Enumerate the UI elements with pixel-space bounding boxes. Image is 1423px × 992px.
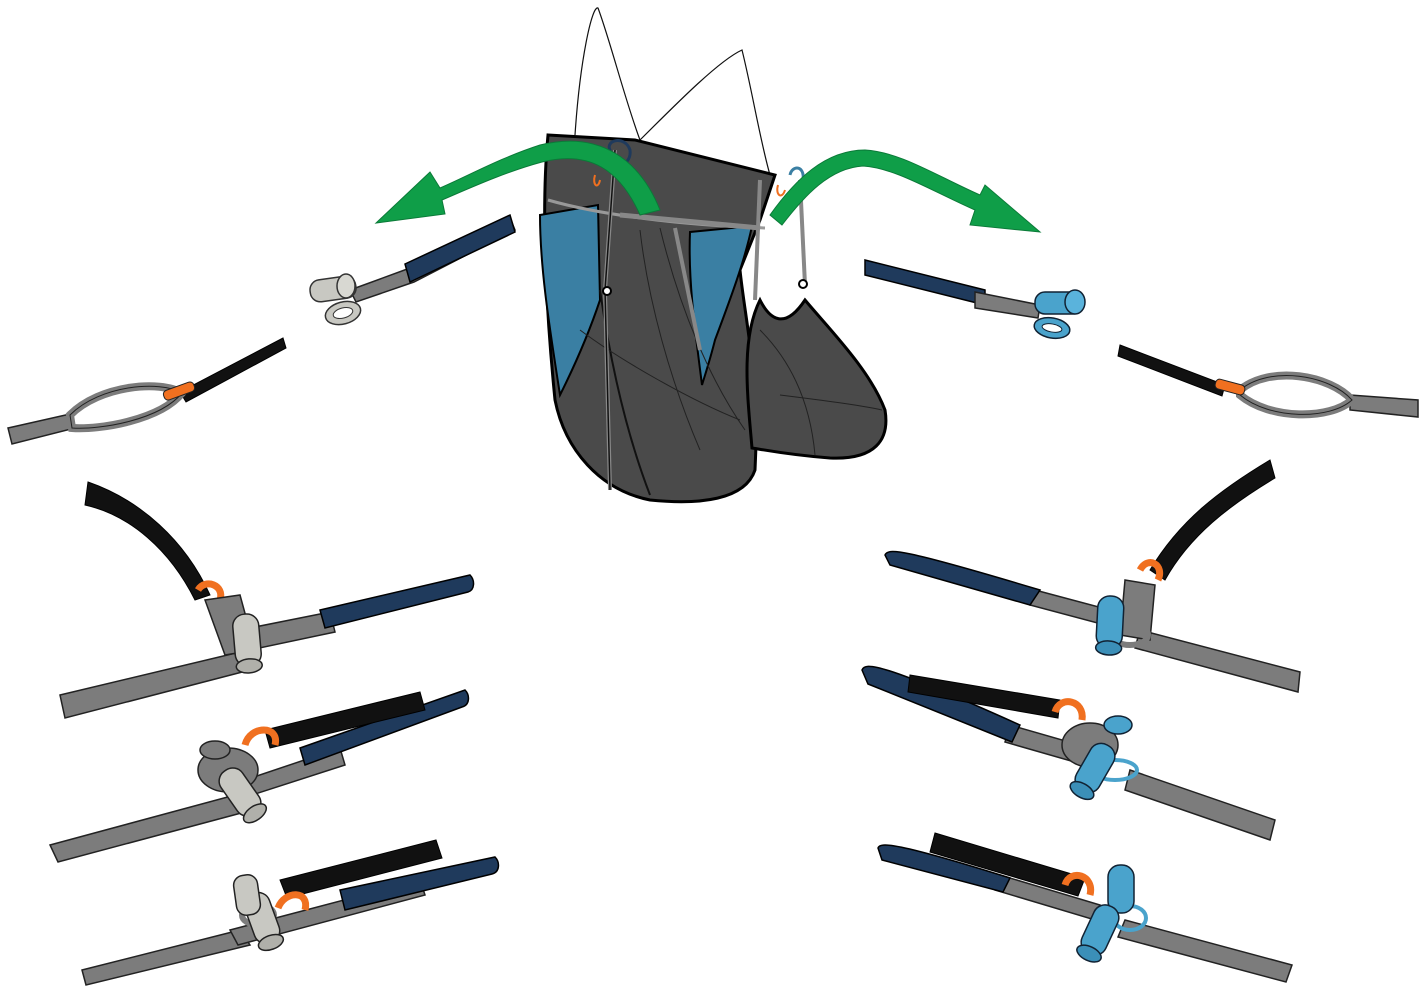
- left-step-4: [50, 690, 468, 862]
- t-buckle-icon: [309, 274, 358, 303]
- right-step-4: [862, 666, 1275, 840]
- left-step-3: [60, 482, 474, 718]
- harness-illustration: [540, 8, 886, 502]
- t-buckle-icon-blue: [1035, 290, 1085, 314]
- right-step-1-buckle: [865, 260, 1085, 341]
- right-step-5: [878, 833, 1292, 982]
- left-step-1-buckle: [309, 215, 515, 328]
- right-step-3: [885, 460, 1300, 692]
- left-step-5: [82, 840, 498, 985]
- right-step-2-loop: [1118, 345, 1418, 417]
- harness-leg-pouch: [747, 300, 886, 458]
- green-direction-arrow-right: [770, 150, 1040, 232]
- left-step-2-loop: [8, 338, 286, 444]
